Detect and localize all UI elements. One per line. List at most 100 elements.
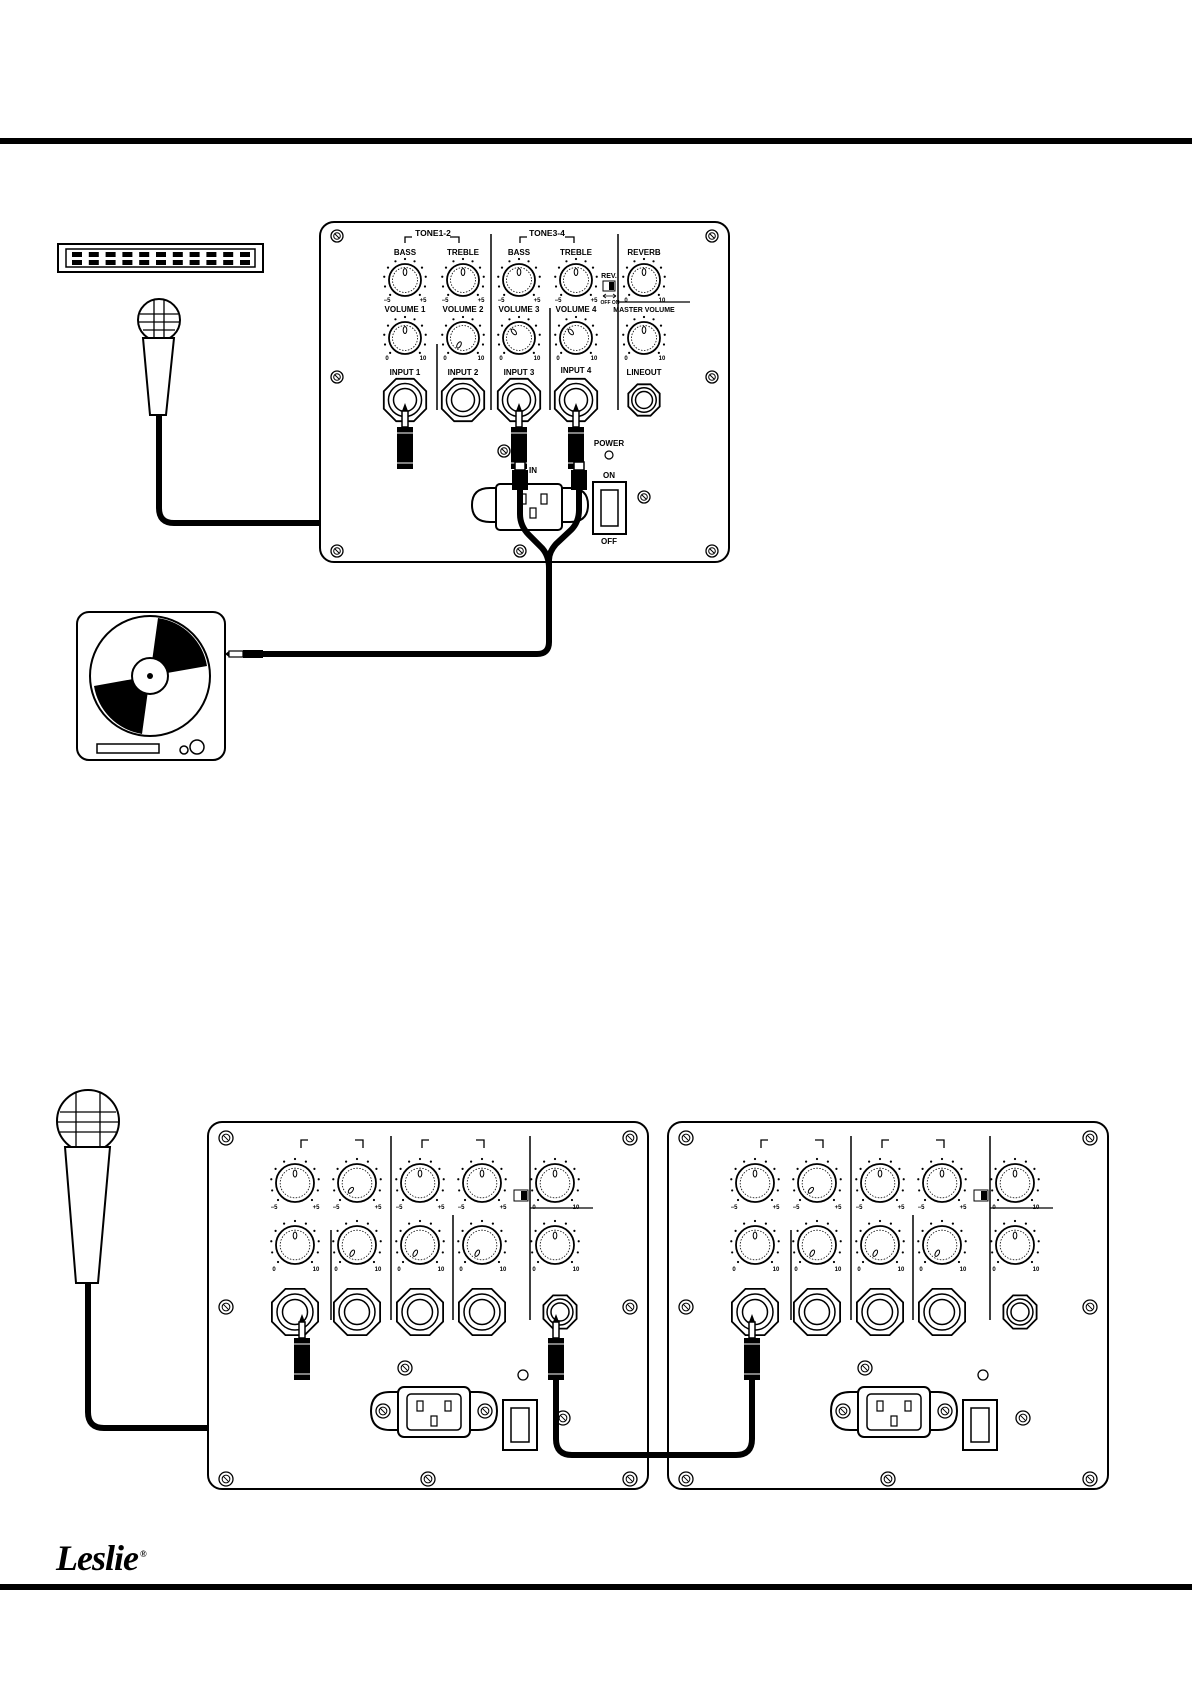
knob-icon — [990, 1219, 1040, 1265]
scale-label: 0 — [732, 1267, 736, 1273]
screw-icon — [1082, 1471, 1098, 1487]
scale-label: 10 — [500, 1267, 507, 1273]
harmonica-hole — [139, 252, 150, 257]
knob-icon — [530, 1219, 580, 1265]
jack-icon — [1002, 1294, 1038, 1330]
screw-icon — [330, 370, 344, 384]
scale-label: +5 — [313, 1205, 321, 1211]
label-power: POWER — [594, 439, 624, 448]
screw-icon — [705, 229, 719, 243]
label-treble-1: TREBLE — [447, 248, 480, 257]
harmonica-hole — [156, 252, 166, 257]
knob-icon — [730, 1219, 780, 1265]
scale-label: 0 — [532, 1205, 536, 1211]
label-tone12: TONE1-2 — [415, 228, 451, 238]
label-off: OFF — [601, 537, 617, 546]
harmonica-hole — [240, 252, 250, 257]
scale-label: 0 — [443, 356, 447, 362]
knob-icon — [792, 1157, 842, 1203]
scale-label: −5 — [731, 1205, 739, 1211]
harmonica-hole — [72, 260, 82, 265]
scale-label: 10 — [659, 298, 666, 304]
scale-label: +5 — [534, 298, 542, 304]
screw-icon — [497, 444, 511, 458]
screw-icon — [622, 1471, 638, 1487]
scale-label: 0 — [272, 1267, 276, 1273]
scale-label: 10 — [313, 1267, 320, 1273]
knob-icon — [917, 1157, 967, 1203]
scale-label: +5 — [960, 1205, 968, 1211]
label-bass-1: BASS — [394, 248, 417, 257]
knob-icon — [497, 315, 541, 355]
microphone-icon — [137, 298, 181, 416]
screw-icon — [705, 370, 719, 384]
screw-icon — [218, 1299, 234, 1315]
knob-icon — [990, 1157, 1040, 1203]
scale-label: −5 — [384, 298, 392, 304]
knob-icon — [270, 1219, 320, 1265]
scale-label: 10 — [659, 356, 666, 362]
screw-icon — [218, 1471, 234, 1487]
harmonica-hole — [139, 260, 150, 265]
power-switch — [592, 481, 627, 535]
label-input3: INPUT 3 — [504, 368, 535, 377]
screw-icon — [937, 1403, 953, 1419]
scale-label: 0 — [624, 356, 628, 362]
label-master-volume: MASTER VOLUME — [613, 307, 675, 314]
jack-icon — [496, 377, 542, 423]
harmonica-hole — [206, 252, 217, 257]
scale-label: 0 — [857, 1267, 861, 1273]
knob-icon — [530, 1157, 580, 1203]
leslie-logo: Leslie® — [56, 1538, 147, 1578]
screw-icon — [637, 490, 651, 504]
knob-icon — [270, 1157, 320, 1203]
label-input2: INPUT 2 — [448, 368, 479, 377]
scale-label: 0 — [499, 356, 503, 362]
harmonica-hole — [122, 260, 133, 265]
scale-label: 0 — [385, 356, 389, 362]
harmonica-hole — [105, 260, 116, 265]
harmonica-hole — [172, 260, 183, 265]
harmonica-hole — [105, 252, 116, 257]
scale-label: 0 — [992, 1205, 996, 1211]
screw-icon — [1082, 1299, 1098, 1315]
label-reverb: REVERB — [627, 248, 661, 257]
scale-label: −5 — [918, 1205, 926, 1211]
screw-icon — [835, 1403, 851, 1419]
screw-icon — [622, 1130, 638, 1146]
jack-icon — [440, 377, 486, 423]
label-rev-offon: OFF ON — [601, 300, 620, 306]
knob-icon — [622, 257, 666, 297]
scale-label: −5 — [333, 1205, 341, 1211]
harmonica-hole — [223, 260, 234, 265]
scale-label: 0 — [334, 1267, 338, 1273]
scale-label: +5 — [438, 1205, 446, 1211]
screw-icon — [330, 229, 344, 243]
rca-plug-icon — [512, 461, 528, 490]
scale-label: −5 — [555, 298, 563, 304]
screw-icon — [678, 1299, 694, 1315]
plug-icon — [548, 1314, 564, 1380]
label-volume1: VOLUME 1 — [385, 305, 426, 314]
scale-label: −5 — [442, 298, 450, 304]
screw-icon — [705, 544, 719, 558]
power-led — [977, 1369, 989, 1381]
screw-icon — [420, 1471, 436, 1487]
harmonica-hole — [88, 252, 99, 257]
power-led — [604, 450, 614, 460]
scale-label: +5 — [500, 1205, 508, 1211]
label-bass-2: BASS — [508, 248, 531, 257]
screw-icon — [477, 1403, 493, 1419]
harmonica-hole — [189, 252, 200, 257]
knob-icon — [497, 257, 541, 297]
scale-label: +5 — [478, 298, 486, 304]
scale-label: +5 — [591, 298, 599, 304]
scale-label: +5 — [898, 1205, 906, 1211]
scale-label: 10 — [1033, 1267, 1040, 1273]
screw-icon — [678, 1471, 694, 1487]
knob-icon — [622, 315, 666, 355]
link-cable — [553, 1378, 755, 1458]
